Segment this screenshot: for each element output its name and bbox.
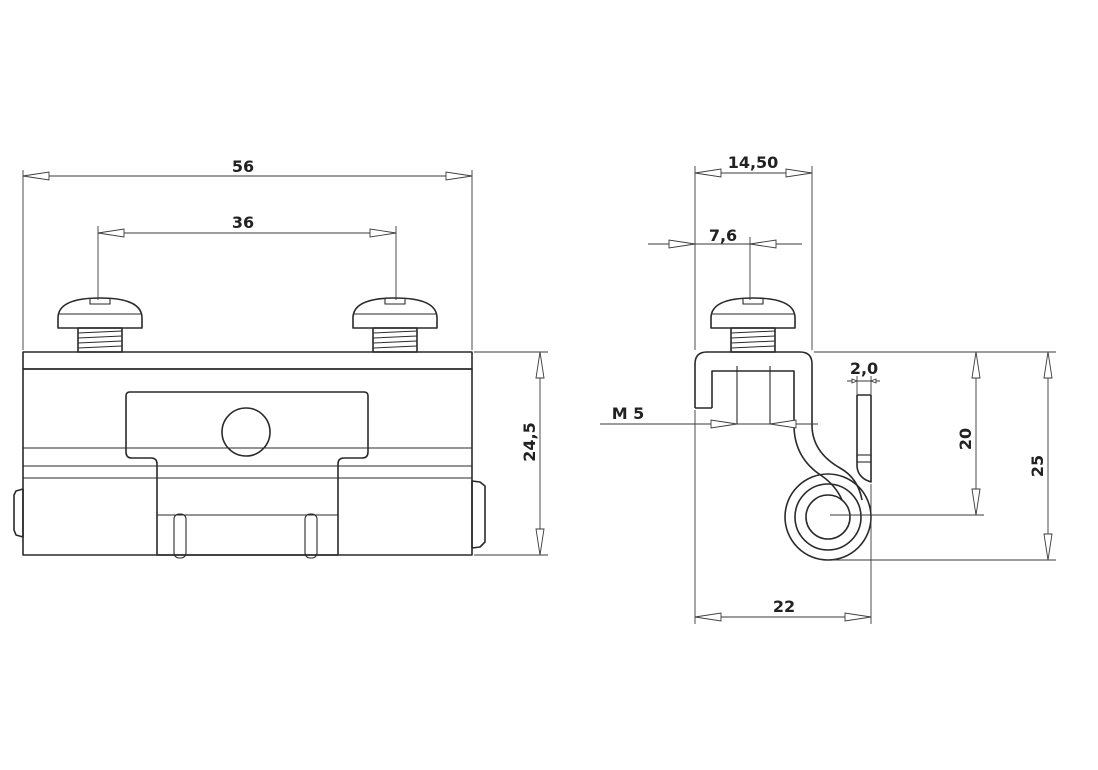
front-body: [22, 368, 473, 556]
front-pin: [173, 513, 187, 559]
side-screw: [710, 297, 796, 353]
side-roller-inner: [805, 494, 851, 540]
dim-screw-spacing: [97, 226, 397, 300]
dim-offset-label: 7,6: [709, 226, 737, 245]
side-roller-outer: [784, 473, 872, 561]
dim-offset: [648, 237, 802, 300]
front-left-screw: [57, 297, 143, 353]
dim-side-width-label: 14,50: [728, 153, 779, 172]
dim-overall-width: [22, 170, 473, 350]
dim-depth: [694, 410, 872, 624]
side-strip: [856, 394, 872, 483]
front-right-screw: [352, 297, 438, 353]
dim-thread: [600, 419, 818, 429]
front-view: 56 36 24,5: [13, 157, 548, 559]
dim-thread-label: M 5: [612, 404, 645, 423]
dim-hole-height-label: 20: [956, 428, 975, 450]
side-view: 14,50 7,6 M 5 2,0: [600, 153, 1056, 624]
front-body-top-band: [22, 351, 473, 370]
dim-total-height-label: 25: [1028, 455, 1047, 477]
dim-total-height: [832, 351, 1056, 561]
dim-thickness: [847, 376, 880, 394]
dim-depth-label: 22: [773, 597, 795, 616]
front-center-hole: [221, 407, 271, 457]
dim-screw-spacing-label: 36: [232, 213, 254, 232]
dim-side-width: [694, 166, 813, 350]
dim-height: [474, 351, 548, 556]
dim-hole-height: [814, 351, 984, 516]
front-left-nub: [13, 488, 24, 538]
side-roller-mid: [794, 483, 862, 551]
front-right-nub: [471, 480, 486, 549]
dim-thickness-label: 2,0: [850, 359, 878, 378]
dim-overall-width-label: 56: [232, 157, 254, 176]
front-center-cutout: [125, 391, 369, 556]
dim-height-label: 24,5: [520, 422, 539, 461]
front-pin: [304, 513, 318, 559]
